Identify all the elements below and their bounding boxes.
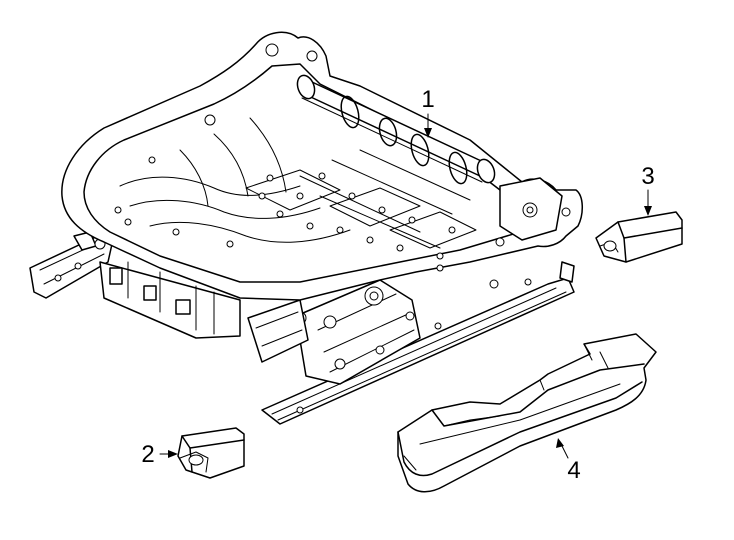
callout-1: 1: [421, 86, 434, 113]
motor-block: [99, 261, 241, 339]
part-2-end-cap: [177, 427, 245, 479]
leader-lines: [159, 113, 652, 459]
height-adjust-linkage: [247, 279, 421, 385]
callout-4: 4: [567, 457, 580, 484]
right-rail: [261, 261, 575, 425]
callout-3: 3: [641, 163, 654, 190]
seat-frame-assembly: [29, 31, 583, 425]
callout-2: 2: [141, 441, 154, 468]
seat-pan-frame: [61, 31, 583, 301]
part-3-end-cap: [595, 211, 683, 263]
part-4-side-cover: [397, 333, 657, 493]
